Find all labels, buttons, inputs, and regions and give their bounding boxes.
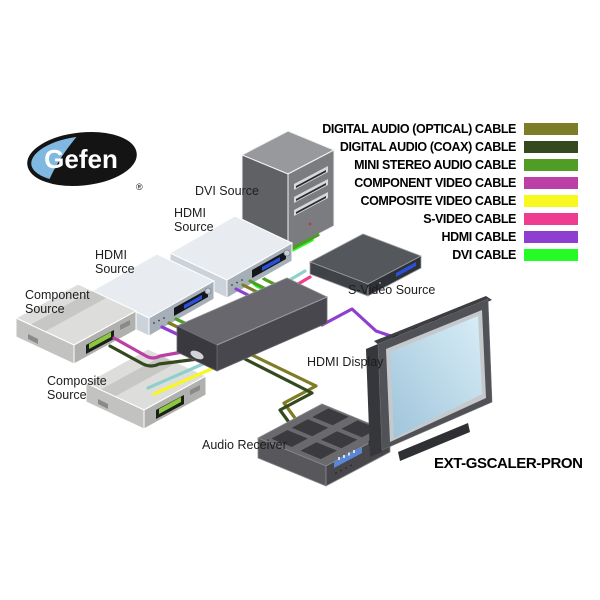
legend-swatch (524, 231, 578, 243)
legend-swatch (524, 195, 578, 207)
label-hdmi-display: HDMI Display (307, 355, 384, 369)
label-hdmi-source-top: HDMI Source (174, 206, 214, 235)
analog-audio-cable-svideo (286, 269, 307, 283)
gefen-logo: Gefen ® (26, 129, 148, 199)
hdmi-display-device (366, 296, 493, 461)
registered-mark: ® (136, 182, 143, 192)
tower-drive-bays (294, 166, 328, 226)
coax-cable-component (108, 344, 254, 368)
legend-item-label: COMPOSITE VIDEO CABLE (360, 194, 516, 208)
legend-item: HDMI CABLE (322, 228, 578, 246)
legend-swatch (524, 159, 578, 171)
legend-swatch (524, 177, 578, 189)
hdmi-cable-display (320, 307, 399, 340)
composite-video-cable (152, 364, 220, 396)
legend-swatch (524, 249, 578, 261)
svideo-front-face (367, 255, 422, 297)
label-component-source: Component Source (25, 288, 90, 317)
component-source-device (14, 283, 138, 365)
component-video-cable (112, 336, 252, 360)
receiver-vents (271, 408, 378, 460)
tv-base (398, 423, 470, 461)
legend-swatch (524, 213, 578, 225)
legend-item-label: HDMI CABLE (441, 230, 517, 244)
legend-item: COMPONENT VIDEO CABLE (322, 174, 578, 192)
legend-item-label: DVI CABLE (452, 248, 516, 262)
scaler-device (176, 277, 328, 372)
svideo-source-device (309, 233, 422, 297)
cable-legend: DIGITAL AUDIO (OPTICAL) CABLE DIGITAL AU… (322, 120, 578, 264)
analog-audio-cable-composite (146, 358, 214, 390)
label-audio-receiver: Audio Receiver (202, 438, 287, 452)
legend-item: S-VIDEO CABLE (322, 210, 578, 228)
label-hdmi-source-bottom: HDMI Source (95, 248, 135, 277)
tower-right-face (287, 149, 335, 251)
scaler-logo-badge (190, 350, 204, 360)
legend-swatch (524, 141, 578, 153)
tv-side-face (366, 344, 382, 457)
optical-cable-receiver (250, 353, 318, 427)
label-composite-source: Composite Source (47, 374, 107, 403)
scaler-end-face (176, 325, 218, 372)
legend-item-label: DIGITAL AUDIO (OPTICAL) CABLE (322, 122, 516, 136)
legend-item-label: S-VIDEO CABLE (423, 212, 516, 226)
legend-item: COMPOSITE VIDEO CABLE (322, 192, 578, 210)
legend-item-label: MINI STEREO AUDIO CABLE (354, 158, 516, 172)
audio-receiver-device (257, 403, 391, 487)
legend-swatch (524, 123, 578, 135)
legend-item: DIGITAL AUDIO (COAX) CABLE (322, 138, 578, 156)
label-dvi-source: DVI Source (195, 184, 259, 198)
svideo-display (396, 262, 416, 277)
tv-screen (390, 316, 482, 438)
legend-item-label: COMPONENT VIDEO CABLE (354, 176, 516, 190)
label-svideo-source: S-Video Source (348, 283, 436, 297)
legend-item: DIGITAL AUDIO (OPTICAL) CABLE (322, 120, 578, 138)
logo-text: Gefen (44, 144, 118, 174)
legend-item-label: DIGITAL AUDIO (COAX) CABLE (339, 140, 517, 154)
legend-item: DVI CABLE (322, 246, 578, 264)
legend-item: MINI STEREO AUDIO CABLE (322, 156, 578, 174)
coax-cable-receiver (243, 357, 314, 434)
model-label: EXT-GSCALER-PRON (434, 455, 583, 472)
composite-source-device (84, 348, 208, 430)
